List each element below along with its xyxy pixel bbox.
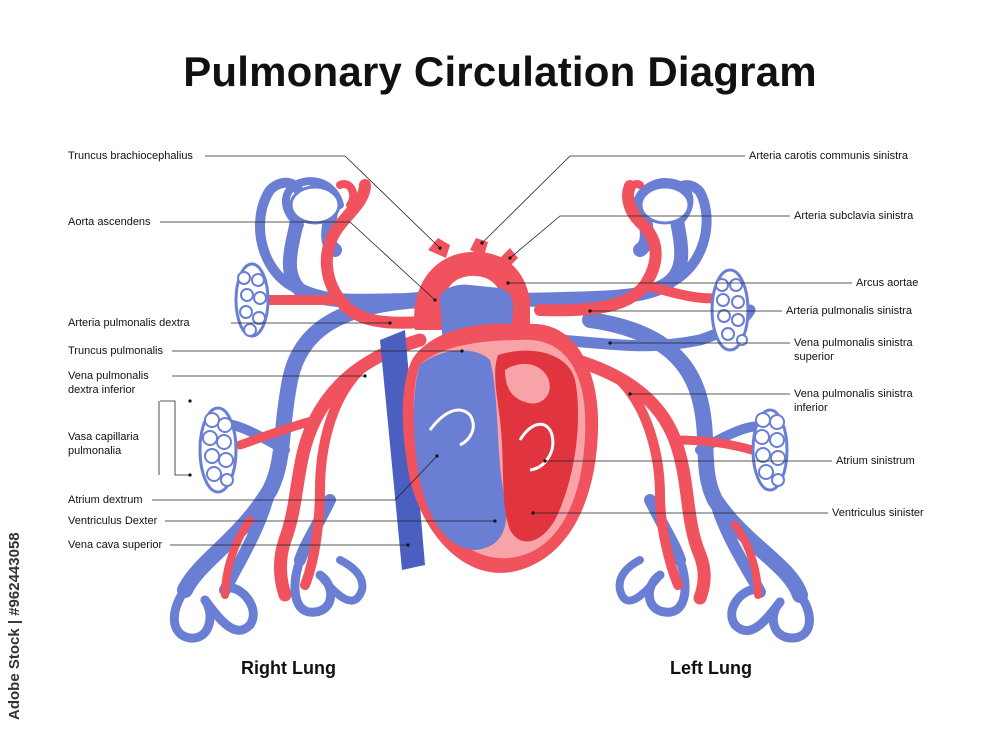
- label-line-1: Vasa capillaria: [68, 431, 139, 443]
- label-vena-pulmonalis-dextra-inferior: Vena pulmonalis dextra inferior: [68, 369, 149, 397]
- label-atrium-sinistrum: Atrium sinistrum: [836, 455, 915, 467]
- label-ventriculus-sinister: Ventriculus sinister: [832, 507, 924, 519]
- label-arteria-pulmonalis-sinistra: Arteria pulmonalis sinistra: [786, 305, 912, 317]
- left-lung: [513, 178, 814, 643]
- label-atrium-dextrum: Atrium dextrum: [68, 494, 143, 506]
- stock-watermark: Adobe Stock | #962443058: [6, 532, 23, 720]
- label-truncus-brachiocephalius: Truncus brachiocephalius: [68, 150, 193, 162]
- left-lung-caption: Left Lung: [670, 658, 752, 678]
- leader-dots: [188, 241, 632, 547]
- heart: [380, 238, 599, 573]
- diagram-title: Pulmonary Circulation Diagram: [183, 48, 817, 95]
- label-line-1: Vena pulmonalis sinistra: [794, 337, 913, 349]
- label-vena-pulmonalis-sinistra-inferior: Vena pulmonalis sinistra inferior: [794, 387, 913, 415]
- leader-lines: [152, 155, 852, 546]
- label-line-2: pulmonalia: [68, 445, 122, 457]
- label-arteria-carotis-communis-sinistra: Arteria carotis communis sinistra: [749, 150, 908, 162]
- label-line-2: inferior: [794, 402, 828, 414]
- label-arteria-subclavia-sinistra: Arteria subclavia sinistra: [794, 210, 914, 222]
- right-lung: [169, 177, 428, 643]
- label-arteria-pulmonalis-dextra: Arteria pulmonalis dextra: [68, 317, 190, 329]
- label-ventriculus-dexter: Ventriculus Dexter: [68, 515, 158, 527]
- left-ventricle: [495, 350, 579, 542]
- vena-cava-superior-vessel: [380, 330, 425, 570]
- label-arcus-aortae: Arcus aortae: [856, 277, 919, 289]
- label-vena-cava-superior: Vena cava superior: [68, 539, 163, 551]
- label-vena-pulmonalis-sinistra-superior: Vena pulmonalis sinistra superior: [794, 336, 913, 364]
- right-lung-caption: Right Lung: [241, 658, 336, 678]
- label-line-1: Vena pulmonalis: [68, 370, 149, 382]
- label-line-1: Vena pulmonalis sinistra: [794, 388, 913, 400]
- label-truncus-pulmonalis: Truncus pulmonalis: [68, 345, 163, 357]
- right-ventricle: [413, 350, 507, 550]
- label-vasa-capillaria-pulmonalia: Vasa capillaria pulmonalia: [68, 430, 139, 458]
- label-aorta-ascendens: Aorta ascendens: [68, 216, 151, 228]
- label-line-2: dextra inferior: [68, 384, 136, 396]
- aortic-arch: [414, 251, 530, 340]
- label-line-2: superior: [794, 351, 834, 363]
